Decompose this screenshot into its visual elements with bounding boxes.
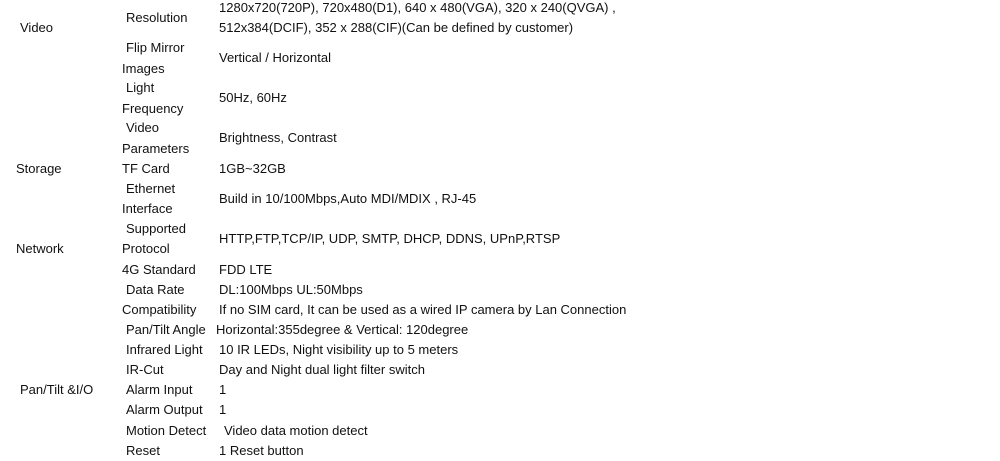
spec-label-motion-detect: Motion Detect (126, 423, 207, 438)
spec-value-motion-detect: Video data motion detect (224, 423, 368, 438)
spec-value-video-parameters: Brightness, Contrast (219, 130, 337, 145)
spec-value-resolution-line2: 512x384(DCIF), 352 x 288(CIF)(Can be def… (219, 20, 574, 35)
category-storage: Storage (16, 161, 62, 176)
spec-value-alarm-input: 1 (219, 382, 227, 397)
spec-label-flip-mirror-line1: Flip Mirror (126, 40, 185, 55)
spec-label-pan-tilt-angle: Pan/Tilt Angle (126, 322, 206, 337)
spec-value-infrared-light: 10 IR LEDs, Night visibility up to 5 met… (219, 342, 459, 357)
spec-value-flip-mirror: Vertical / Horizontal (219, 50, 331, 65)
spec-label-ethernet-interface-line2: Interface (122, 201, 173, 216)
spec-label-compatibility: Compatibility (122, 302, 197, 317)
spec-label-supported-protocol-line1: Supported (126, 221, 186, 236)
spec-label-video-parameters-line1: Video (126, 120, 160, 135)
spec-value-data-rate: DL:100Mbps UL:50Mbps (219, 282, 363, 297)
spec-value-compatibility: If no SIM card, It can be used as a wire… (219, 302, 627, 317)
spec-label-video-parameters-line2: Parameters (122, 141, 190, 156)
spec-value-4g-standard: FDD LTE (219, 262, 273, 277)
spec-label-light-frequency-line2: Frequency (122, 101, 184, 116)
category-video: Video (20, 20, 54, 35)
spec-label-alarm-input: Alarm Input (126, 382, 193, 397)
spec-value-ir-cut: Day and Night dual light filter switch (219, 362, 425, 377)
spec-value-reset: 1 Reset button (219, 443, 304, 458)
spec-value-resolution-line1: 1280x720(720P), 720x480(D1), 640 x 480(V… (219, 0, 616, 15)
spec-label-data-rate: Data Rate (126, 282, 185, 297)
spec-label-infrared-light: Infrared Light (126, 342, 203, 357)
spec-value-tf-card: 1GB~32GB (219, 161, 286, 176)
spec-label-flip-mirror-line2: Images (122, 61, 165, 76)
spec-label-ethernet-interface-line1: Ethernet (126, 181, 176, 196)
spec-label-resolution: Resolution (126, 10, 188, 25)
spec-label-alarm-output: Alarm Output (126, 402, 203, 417)
spec-label-light-frequency-line1: Light (126, 80, 155, 95)
spec-value-ethernet-interface: Build in 10/100Mbps,Auto MDI/MDIX , RJ-4… (219, 191, 477, 206)
category-pan-tilt-io: Pan/Tilt &I/O (20, 382, 94, 397)
spec-label-ir-cut: IR-Cut (126, 362, 164, 377)
spec-label-4g-standard: 4G Standard (122, 262, 196, 277)
spec-value-light-frequency: 50Hz, 60Hz (219, 90, 287, 105)
spec-value-pan-tilt-angle: Horizontal:355degree & Vertical: 120degr… (216, 322, 469, 337)
spec-value-alarm-output: 1 (219, 402, 227, 417)
spec-label-tf-card: TF Card (122, 161, 170, 176)
category-network: Network (16, 241, 64, 256)
spec-label-supported-protocol-line2: Protocol (122, 241, 170, 256)
spec-label-reset: Reset (126, 443, 160, 458)
spec-value-supported-protocol: HTTP,FTP,TCP/IP, UDP, SMTP, DHCP, DDNS, … (219, 231, 561, 246)
